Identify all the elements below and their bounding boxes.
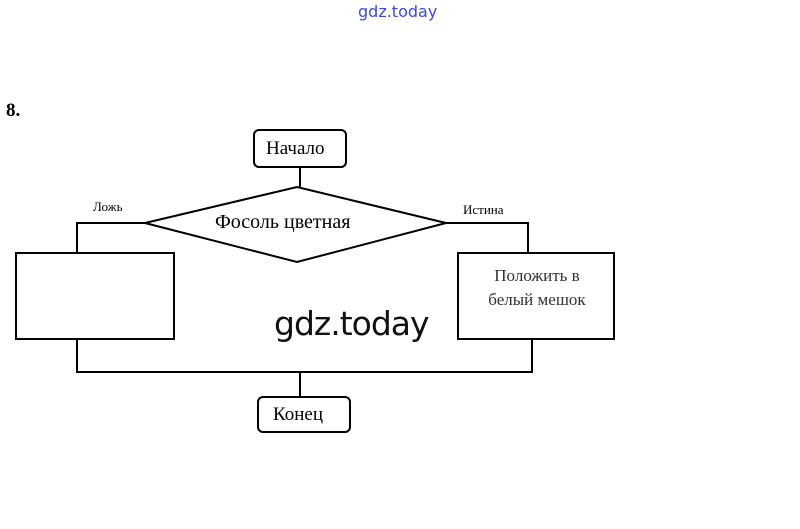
true-action-label: Положить в белый мешок: [488, 266, 586, 309]
false-action-label: [16, 253, 174, 339]
start-label: Начало: [266, 138, 325, 159]
true-label: Истина: [463, 202, 504, 217]
watermark-top: gdz.today: [358, 2, 438, 21]
false-branch-line: [76, 222, 145, 253]
merge-line: [76, 339, 533, 373]
watermark-center: gdz.today: [274, 304, 430, 343]
false-action-box: [15, 252, 175, 340]
end-label: Конец: [273, 404, 323, 425]
false-label: Ложь: [93, 199, 123, 214]
condition-label: Фосоль цветная: [215, 211, 351, 233]
task-number: 8.: [6, 100, 21, 121]
true-branch-line: [446, 222, 529, 253]
true-action-box: [457, 252, 615, 340]
end-box: [257, 396, 351, 433]
